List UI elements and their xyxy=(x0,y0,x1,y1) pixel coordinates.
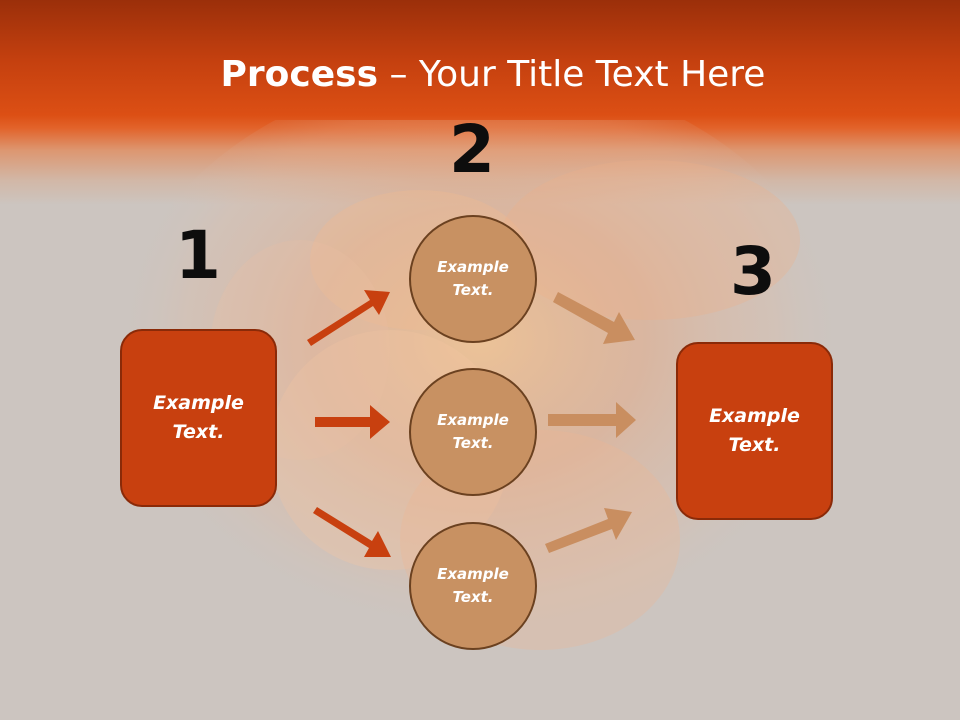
left-box-line1: Example xyxy=(153,392,244,414)
step-number-3: 3 xyxy=(730,233,776,310)
right-step-box[interactable]: Example Text. xyxy=(676,342,833,520)
step-number-1: 1 xyxy=(175,217,221,294)
circle-center-line1: Example xyxy=(437,411,509,429)
middle-circle-top[interactable]: Example Text. xyxy=(409,215,537,343)
left-box-line2: Text. xyxy=(172,421,225,443)
left-step-box[interactable]: Example Text. xyxy=(120,329,277,507)
circle-top-line1: Example xyxy=(437,258,509,276)
middle-circle-center[interactable]: Example Text. xyxy=(409,368,537,496)
title-bold: Process xyxy=(220,54,379,95)
circle-top-line2: Text. xyxy=(452,281,494,299)
slide-title: Process – Your Title Text Here xyxy=(0,50,960,100)
title-separator: – xyxy=(389,54,408,95)
circle-center-line2: Text. xyxy=(452,434,494,452)
title-rest: Your Title Text Here xyxy=(418,54,766,95)
middle-circle-bottom[interactable]: Example Text. xyxy=(409,522,537,650)
circle-bottom-line1: Example xyxy=(437,565,509,583)
right-box-line1: Example xyxy=(709,405,800,427)
step-number-2: 2 xyxy=(449,111,495,188)
circle-bottom-line2: Text. xyxy=(452,588,494,606)
right-box-line2: Text. xyxy=(728,434,781,456)
